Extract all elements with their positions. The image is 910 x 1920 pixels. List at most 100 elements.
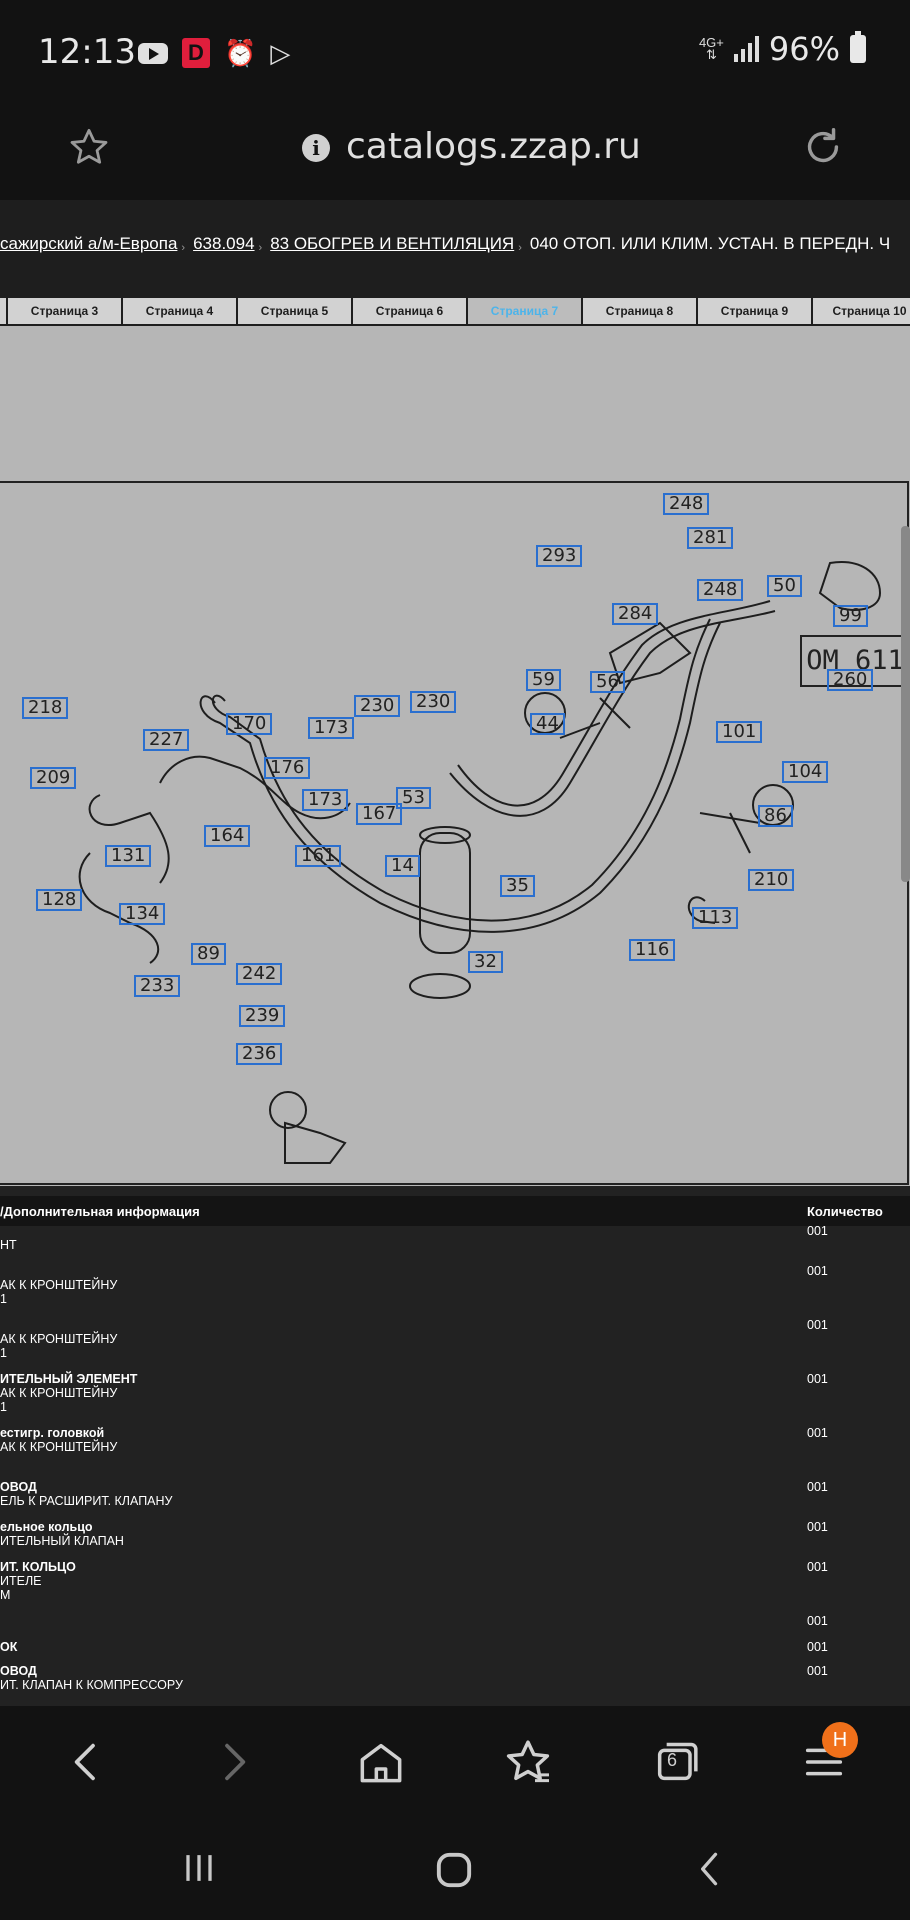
back-icon[interactable] [58, 1734, 114, 1790]
tab-page-5[interactable]: Страница 5 [238, 298, 351, 324]
callout-104[interactable]: 104 [782, 761, 829, 783]
callout-44[interactable]: 44 [530, 713, 565, 735]
description-line: ЕЛЬ К РАСШИРИТ. КЛАПАНУ [0, 1494, 173, 1508]
bookmark-star-icon[interactable] [68, 126, 110, 168]
url-text[interactable]: catalogs.zzap.ru [346, 126, 641, 167]
callout-248-b[interactable]: 248 [697, 579, 744, 601]
diagram-lines [78, 561, 882, 1164]
callout-35[interactable]: 35 [500, 875, 535, 897]
system-icons: 4G+⇅ 96% [699, 30, 866, 68]
callout-239[interactable]: 239 [239, 1005, 286, 1027]
system-back-icon[interactable] [688, 1846, 732, 1892]
callout-89[interactable]: 89 [191, 943, 226, 965]
callout-233[interactable]: 233 [134, 975, 181, 997]
callout-56[interactable]: 56 [590, 671, 625, 693]
reload-icon[interactable] [800, 124, 846, 170]
home-icon[interactable] [353, 1734, 409, 1790]
callout-260[interactable]: 260 [827, 669, 874, 691]
breadcrumb-link[interactable]: 83 ОБОГРЕВ И ВЕНТИЛЯЦИЯ [270, 234, 515, 253]
breadcrumb: сажирский а/м-Европа › 638.094 › 83 ОБОГ… [0, 200, 910, 298]
home-button-icon[interactable] [428, 1844, 480, 1896]
tabs-count: 6 [666, 1750, 677, 1770]
tab-page-8[interactable]: Страница 8 [583, 298, 696, 324]
callout-218[interactable]: 218 [22, 697, 69, 719]
description-line: АК К КРОНШТЕЙНУ [0, 1278, 118, 1292]
tab-page-10[interactable]: Страница 10 [813, 298, 910, 324]
parts-diagram-viewer[interactable]: OM 611 248 281 293 50 248 284 99 260 59 … [0, 326, 910, 1186]
callout-116[interactable]: 116 [629, 939, 676, 961]
recent-apps-icon[interactable] [176, 1846, 222, 1890]
address-bar: i catalogs.zzap.ru [0, 100, 910, 200]
description-line: ОК [0, 1640, 18, 1654]
callout-227[interactable]: 227 [143, 729, 190, 751]
callout-281[interactable]: 281 [687, 527, 734, 549]
callout-131[interactable]: 131 [105, 845, 152, 867]
callout-176[interactable]: 176 [264, 757, 311, 779]
part-quantity: 001 [807, 1480, 828, 1494]
tab-page-6[interactable]: Страница 6 [353, 298, 466, 324]
status-bar: 12:13 D ⏰ ▷ 4G+⇅ 96% [0, 0, 910, 100]
callout-170[interactable]: 170 [226, 713, 273, 735]
part-quantity: 001 [807, 1372, 828, 1386]
part-quantity: 001 [807, 1614, 828, 1628]
breadcrumb-link[interactable]: 638.094 [193, 234, 255, 253]
part-quantity: 001 [807, 1560, 828, 1574]
callout-210[interactable]: 210 [748, 869, 795, 891]
part-quantity: 001 [807, 1264, 828, 1278]
description-line: ельное кольцо [0, 1520, 93, 1534]
callout-134[interactable]: 134 [119, 903, 166, 925]
callout-230[interactable]: 230 [354, 695, 401, 717]
site-info-icon[interactable]: i [302, 134, 330, 162]
breadcrumb-link[interactable]: сажирский а/м-Европа [0, 234, 178, 253]
engine-label: OM 611 [800, 635, 910, 687]
column-header-quantity: Количество [807, 1204, 883, 1219]
bookmarks-icon[interactable] [500, 1734, 556, 1790]
description-line: ИТ. КОЛЬЦО [0, 1560, 76, 1574]
callout-99[interactable]: 99 [833, 605, 868, 627]
callout-173-b[interactable]: 173 [302, 789, 349, 811]
callout-53[interactable]: 53 [396, 787, 431, 809]
description-line: ИТЕЛЬНЫЙ КЛАПАН [0, 1534, 124, 1548]
callout-113[interactable]: 113 [692, 907, 739, 929]
callout-50[interactable]: 50 [767, 575, 802, 597]
tabs-icon[interactable]: 6 [648, 1734, 704, 1790]
tab-page-2[interactable] [0, 298, 6, 324]
callout-128[interactable]: 128 [36, 889, 83, 911]
tab-page-9[interactable]: Страница 9 [698, 298, 811, 324]
page-tabs: Страница 3 Страница 4 Страница 5 Страниц… [0, 298, 910, 326]
notification-icons: D ⏰ ▷ [138, 38, 290, 68]
callout-59[interactable]: 59 [526, 669, 561, 691]
callout-236[interactable]: 236 [236, 1043, 283, 1065]
scrollbar[interactable] [901, 526, 910, 882]
callout-242[interactable]: 242 [236, 963, 283, 985]
callout-173[interactable]: 173 [308, 717, 355, 739]
description-line: ИТЕЛЬНЫЙ ЭЛЕМЕНТ [0, 1372, 138, 1386]
callout-293[interactable]: 293 [536, 545, 583, 567]
callout-86[interactable]: 86 [758, 805, 793, 827]
callout-32[interactable]: 32 [468, 951, 503, 973]
callout-14[interactable]: 14 [385, 855, 420, 877]
browser-bottom-bar: 6 [0, 1706, 910, 1816]
description-line: естигр. головкой [0, 1426, 105, 1440]
tab-page-4[interactable]: Страница 4 [123, 298, 236, 324]
callout-164[interactable]: 164 [204, 825, 251, 847]
part-quantity: 001 [807, 1318, 828, 1332]
menu-badge: H [822, 1722, 858, 1758]
breadcrumb-separator-icon: › [258, 242, 263, 254]
description-line: ИТЕЛЕ [0, 1574, 42, 1588]
callout-167[interactable]: 167 [356, 803, 403, 825]
tab-page-3[interactable]: Страница 3 [8, 298, 121, 324]
callout-284[interactable]: 284 [612, 603, 659, 625]
part-quantity: 001 [807, 1664, 828, 1678]
callout-209[interactable]: 209 [30, 767, 77, 789]
callout-248[interactable]: 248 [663, 493, 710, 515]
callout-230-b[interactable]: 230 [410, 691, 457, 713]
callout-101[interactable]: 101 [716, 721, 763, 743]
callout-161[interactable]: 161 [295, 845, 342, 867]
tab-page-7[interactable]: Страница 7 [468, 298, 581, 324]
forward-icon[interactable] [206, 1734, 262, 1790]
